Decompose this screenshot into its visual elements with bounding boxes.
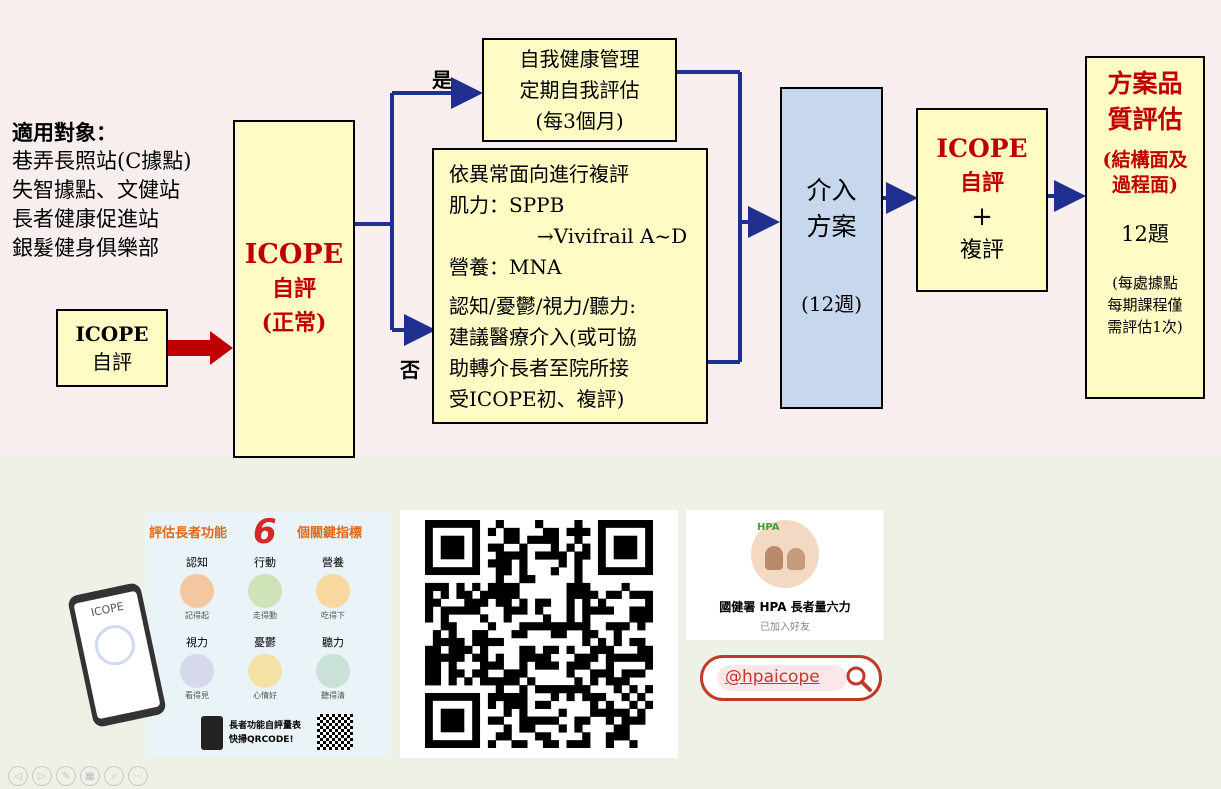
self-management-box: 自我健康管理 定期自我評估 (每3個月) xyxy=(482,38,677,142)
branch-no-label: 否 xyxy=(400,358,420,382)
target-item: 失智據點、文健站 xyxy=(12,178,180,202)
search-icon xyxy=(846,666,872,692)
indicator-name: 營養 xyxy=(322,556,344,569)
indicator-illustration-icon xyxy=(316,654,350,688)
prev-slide-icon[interactable]: ◁ xyxy=(8,766,28,786)
line-id-text: @hpaicope xyxy=(725,667,820,687)
reassess-box: ICOPE 自評 + 複評 xyxy=(916,108,1048,292)
indicator-name: 行動 xyxy=(254,556,276,569)
line-id-search[interactable]: @hpaicope xyxy=(700,655,882,701)
account-name: 國健署 HPA 長者量六力 xyxy=(719,600,851,614)
indicator-item: 認知記得起 xyxy=(167,554,227,621)
friend-status: 已加入好友 xyxy=(760,622,810,633)
indicator-illustration-icon xyxy=(180,654,214,688)
target-item: 銀髮健身俱樂部 xyxy=(12,236,159,260)
avatar: HPA xyxy=(751,520,819,588)
pen-icon[interactable]: ✎ xyxy=(56,766,76,786)
target-item: 長者健康促進站 xyxy=(12,207,159,231)
target-audience: 適用對象： 巷弄長照站(C據點) 失智據點、文健站 長者健康促進站 銀髮健身俱樂… xyxy=(12,118,191,263)
target-item: 巷弄長照站(C據點) xyxy=(12,149,192,173)
indicator-illustration-icon xyxy=(316,574,350,608)
indicator-illustration-icon xyxy=(248,574,282,608)
zoom-icon[interactable]: ⌕ xyxy=(104,766,124,786)
more-options-icon[interactable]: ⋯ xyxy=(128,766,148,786)
indicator-item: 行動走得動 xyxy=(235,554,295,621)
indicator-name: 認知 xyxy=(186,556,208,569)
icope-normal-box: ICOPE 自評 (正常) xyxy=(233,120,355,458)
indicator-item: 憂鬱心情好 xyxy=(235,634,295,701)
line-account-card[interactable]: HPA 國健署 HPA 長者量六力 已加入好友 xyxy=(686,510,884,640)
indicator-illustration-icon xyxy=(180,574,214,608)
indicator-caption: 吃得下 xyxy=(321,611,345,620)
indicator-name: 視力 xyxy=(186,636,208,649)
icope-start-box: ICOPE 自評 xyxy=(56,309,168,387)
indicator-item: 營養吃得下 xyxy=(303,554,363,621)
six-indicators-poster: 評估長者功能 6 個關鍵指標 認知記得起行動走得動營養吃得下視力看得見憂鬱心情好… xyxy=(145,512,390,757)
indicator-name: 聽力 xyxy=(322,636,344,649)
line-qr-code[interactable] xyxy=(400,510,678,758)
indicator-caption: 走得動 xyxy=(253,611,277,620)
indicator-name: 憂鬱 xyxy=(254,636,276,649)
indicator-item: 聽力聽得清 xyxy=(303,634,363,701)
indicator-item: 視力看得見 xyxy=(167,634,227,701)
indicator-caption: 記得起 xyxy=(185,611,209,620)
branch-yes-label: 是 xyxy=(432,68,452,92)
indicator-caption: 看得見 xyxy=(185,691,209,700)
slides-grid-icon[interactable]: ▦ xyxy=(80,766,100,786)
next-slide-icon[interactable]: ▷ xyxy=(32,766,52,786)
reassessment-box: 依異常面向進行複評 肌力：SPPB →Vivifrail A~D 營養：MNA … xyxy=(432,148,708,424)
indicator-caption: 聽得清 xyxy=(321,691,345,700)
phone-scan-icon xyxy=(201,716,223,750)
small-qr-code xyxy=(317,714,353,750)
intervention-box: 介入 方案 (12週) xyxy=(780,87,883,409)
indicator-caption: 心情好 xyxy=(253,691,277,700)
quality-assessment-box: 方案品 質評估 (結構面及 過程面) 12題 (每處據點 每期課程僅 需評估1次… xyxy=(1085,56,1205,399)
target-title: 適用對象： xyxy=(12,120,117,145)
start-arrow xyxy=(168,331,233,365)
indicator-illustration-icon xyxy=(248,654,282,688)
